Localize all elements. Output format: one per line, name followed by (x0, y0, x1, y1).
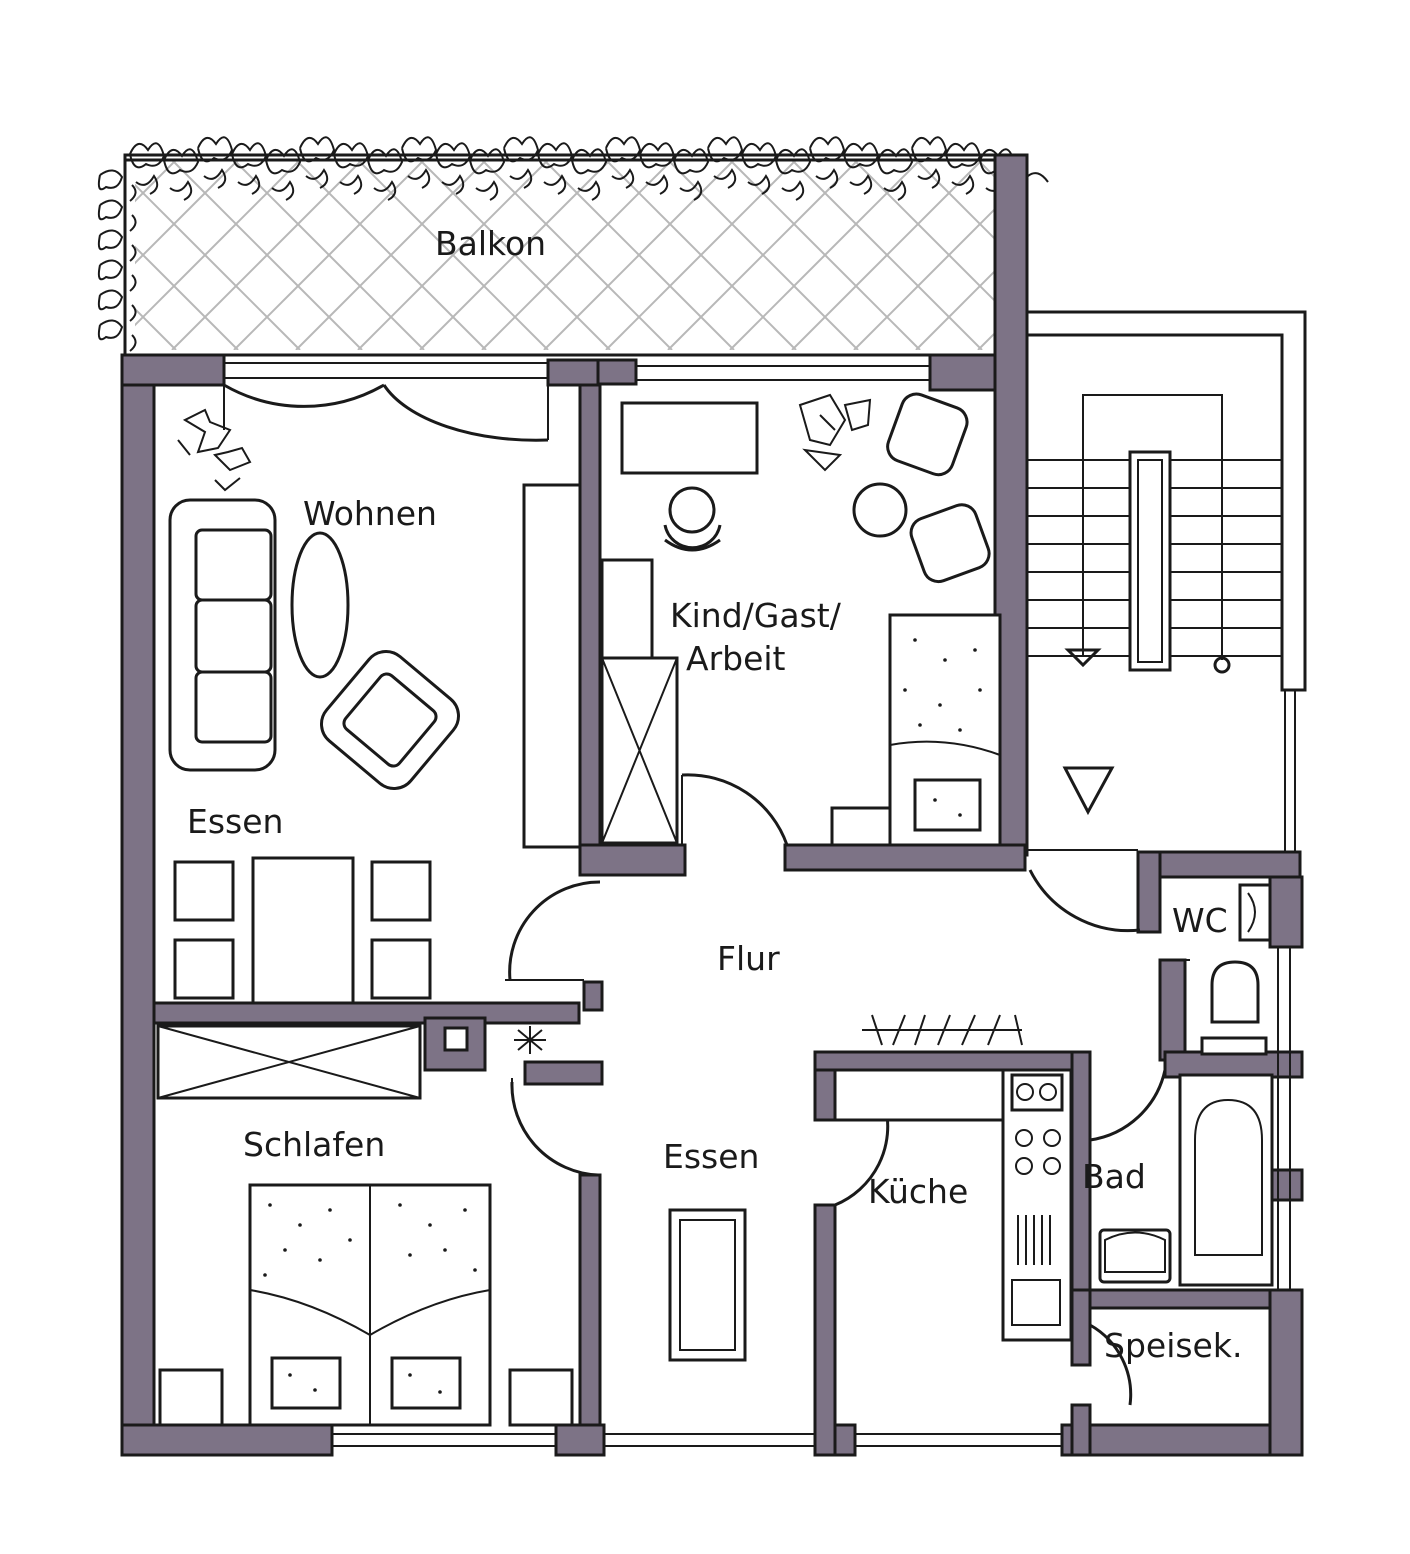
label-arbeit: Arbeit (686, 639, 786, 678)
label-schlafen: Schlafen (243, 1125, 385, 1164)
label-flur: Flur (717, 939, 780, 978)
stair-down-arrow-icon (1062, 766, 1115, 816)
label-balkon: Balkon (435, 224, 546, 263)
label-essen-kueche: Essen (663, 1137, 759, 1176)
walls (120, 153, 1304, 1457)
label-wohnen: Wohnen (303, 494, 437, 533)
kitchen-furniture (668, 1014, 1172, 1362)
balcony (97, 136, 1049, 357)
coat-rack (862, 1014, 1023, 1046)
balcony-tile-hatch (135, 160, 995, 350)
staircase (1027, 310, 1307, 851)
living-room-furniture (168, 483, 582, 1005)
label-kind: Kind/Gast/ (670, 596, 842, 635)
bathroom-furniture (1178, 883, 1274, 1287)
label-wc: WC (1172, 901, 1228, 940)
label-essen-wohn: Essen (187, 802, 283, 841)
kids-room-furniture (600, 392, 1002, 847)
plant-icon (177, 393, 872, 492)
chimney-icon (514, 1026, 546, 1054)
label-kueche: Küche (868, 1172, 968, 1211)
room-labels: Balkon Wohnen Essen Kind/Gast/ Arbeit Fl… (187, 224, 1242, 1365)
label-speisek: Speisek. (1104, 1326, 1242, 1365)
label-bad: Bad (1082, 1157, 1146, 1196)
bedroom-furniture (156, 1024, 574, 1427)
windows (224, 362, 1296, 1447)
